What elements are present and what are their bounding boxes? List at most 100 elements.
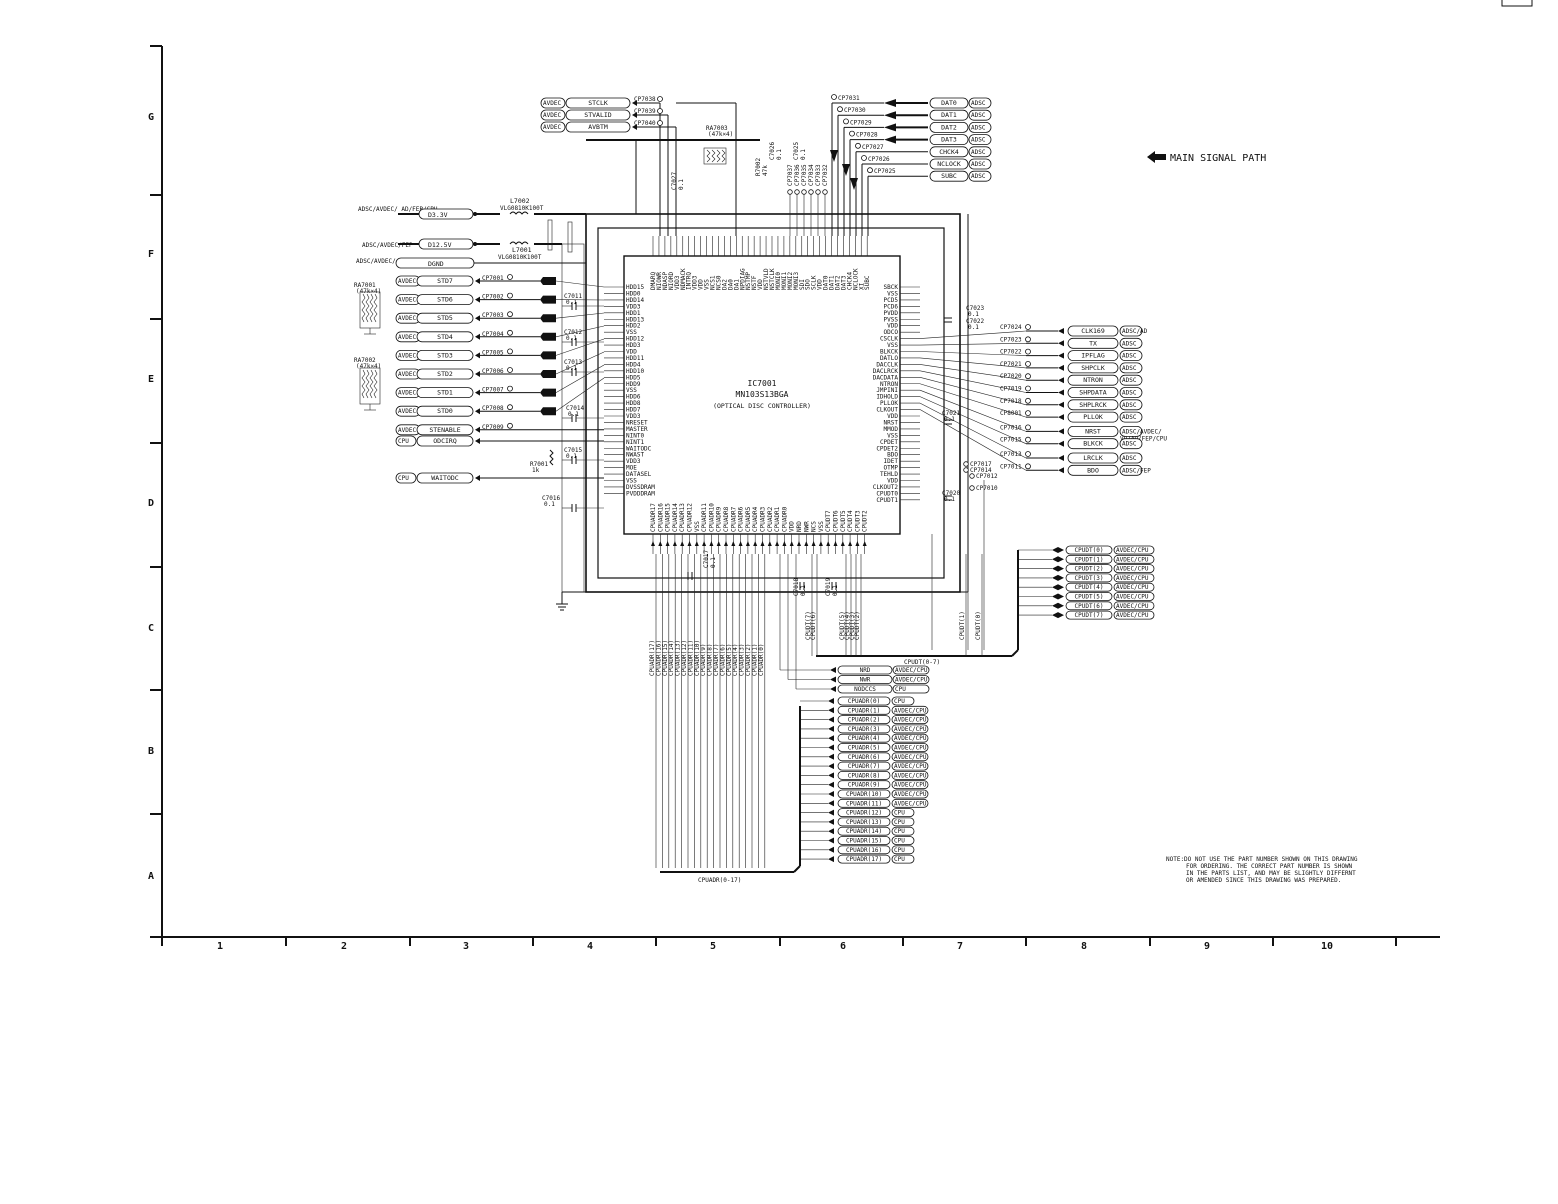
signal-name: PLLOK <box>1083 413 1103 421</box>
resistor-icon <box>362 294 365 322</box>
arrow-icon <box>1052 566 1058 572</box>
pin-arrow-icon <box>863 541 867 546</box>
ic-pin-label: PVDDDRAM <box>626 490 655 497</box>
power-rails <box>556 214 968 610</box>
arrow-icon <box>1052 547 1058 553</box>
ic-pin-label: CPUADR0 <box>781 506 788 532</box>
pin-arrow-icon <box>841 541 845 546</box>
arrow-icon <box>828 791 834 797</box>
connector-tag-text: CPU <box>894 856 905 863</box>
main-signal-arrow-icon <box>1147 151 1166 163</box>
testpoint-label: CP7009 <box>482 424 504 431</box>
arrow-icon <box>828 707 834 713</box>
connector-tag-text: CPU <box>398 475 409 482</box>
testpoint-icon <box>838 107 843 112</box>
signal-name: CPUADR(16) <box>846 847 882 854</box>
signal-name: CPUDT(0) <box>1075 547 1104 554</box>
ic-pin-label: CPUADR10 <box>708 503 715 532</box>
column-label: 3 <box>463 941 469 952</box>
arrow-icon <box>475 297 480 303</box>
signal-name: TX <box>1089 339 1097 347</box>
cpudt-bus: CPUDT(0)AVDEC/CPUCPUDT(1)AVDEC/CPUCPUDT(… <box>805 480 1154 666</box>
power-net: DGND <box>428 260 444 268</box>
row-label: F <box>148 249 154 260</box>
signal-name: BLKCK <box>1083 440 1103 448</box>
connector-tag-text: ADSC <box>1122 340 1137 347</box>
testpoint-label: CP7032 <box>822 164 829 186</box>
note-line: FOR ORDERING. THE CORRECT PART NUMBER IS… <box>1186 863 1353 870</box>
component-value: 1k <box>532 467 540 474</box>
pin-arrow-icon <box>673 541 677 546</box>
connector-tag-text: AVDEC <box>398 278 416 285</box>
testpoint-icon <box>964 468 969 473</box>
signal-name: STD3 <box>437 351 453 359</box>
connector-tag-text: AVDEC/CPU <box>1116 612 1149 619</box>
testpoint-icon <box>1026 337 1031 342</box>
pin-arrow-icon <box>709 541 713 546</box>
signal-name: AVBTM <box>588 123 608 131</box>
testpoint-icon <box>1026 411 1031 416</box>
testpoint-icon <box>868 168 873 173</box>
arrow-icon <box>828 735 834 741</box>
signal-name: CPUADR(6) <box>848 754 881 761</box>
signal-name: CPUADR(0) <box>848 698 881 705</box>
arrow-icon <box>828 838 834 844</box>
testpoint-label: CP7010 <box>976 485 998 492</box>
testpoint-label: CP7040 <box>634 120 656 127</box>
testpoint-label: CP7036 <box>794 164 801 186</box>
column-label: 2 <box>341 941 347 952</box>
note-line: NOTE:DO NOT USE THE PART NUMBER SHOWN ON… <box>1166 856 1358 863</box>
resistor-icon <box>374 370 377 398</box>
resistor-icon <box>362 370 365 398</box>
arrow-icon <box>828 810 834 816</box>
signal-name: CPUDT(1) <box>1075 556 1104 563</box>
connector-tag-text: AVDEC/CPU <box>1116 603 1149 610</box>
ic-pin-label: CPUADR7 <box>730 506 737 532</box>
testpoint-label: CP7028 <box>856 132 878 139</box>
connector-tag-text: AVDEC/CPU <box>1116 556 1149 563</box>
ic-part: MN103S13BGA <box>736 390 789 399</box>
ic-pin-label: CPUADR5 <box>745 506 752 532</box>
connector-tag-text: AVDEC/CPU <box>895 667 928 674</box>
testpoint-icon <box>1026 437 1031 442</box>
connector-tag-text: AVDEC/CPU <box>894 735 927 742</box>
resistor-icon <box>550 450 553 465</box>
arrow-icon <box>1058 328 1064 334</box>
arrow-icon <box>1058 441 1064 447</box>
main-signal-arrow-icon <box>540 407 556 415</box>
pin-arrow-icon <box>819 541 823 546</box>
row-ticks <box>150 46 162 937</box>
resistor-icon <box>366 370 369 398</box>
testpoint-icon <box>1026 425 1031 430</box>
arrow-icon <box>1058 556 1064 562</box>
bus-label: CPUADR(0-17) <box>698 877 741 884</box>
ic-pin-label: VSS <box>694 521 701 532</box>
pin-arrow-icon <box>724 541 728 546</box>
ic-pin-label: CPUADR8 <box>723 506 730 532</box>
testpoint-icon <box>1026 349 1031 354</box>
arrow-icon <box>828 847 834 853</box>
arrow-icon <box>1058 353 1064 359</box>
ic-pin-label: CPUDT7 <box>825 510 832 532</box>
pin-arrow-icon <box>848 541 852 546</box>
arrow-icon <box>1058 455 1064 461</box>
column-label: 10 <box>1321 941 1333 952</box>
arrow-icon <box>475 371 480 377</box>
wire <box>920 343 1026 345</box>
resistor-icon <box>707 150 710 162</box>
arrow-icon <box>1052 603 1058 609</box>
arrow-icon <box>828 828 834 834</box>
arrow-icon <box>1058 584 1064 590</box>
signal-name: STENABLE <box>429 426 460 434</box>
arrow-icon <box>475 390 480 396</box>
row-label: A <box>148 871 154 882</box>
connector-tag-text: AVDEC <box>398 334 416 341</box>
testpoint-icon <box>508 349 513 354</box>
resistor-icon <box>374 294 377 322</box>
arrow-icon <box>475 438 480 444</box>
connector-tag-text: AVDEC/CPU <box>894 772 927 779</box>
arrow-icon <box>1058 365 1064 371</box>
pin-arrow-icon <box>855 541 859 546</box>
pin-arrow-icon <box>834 541 838 546</box>
